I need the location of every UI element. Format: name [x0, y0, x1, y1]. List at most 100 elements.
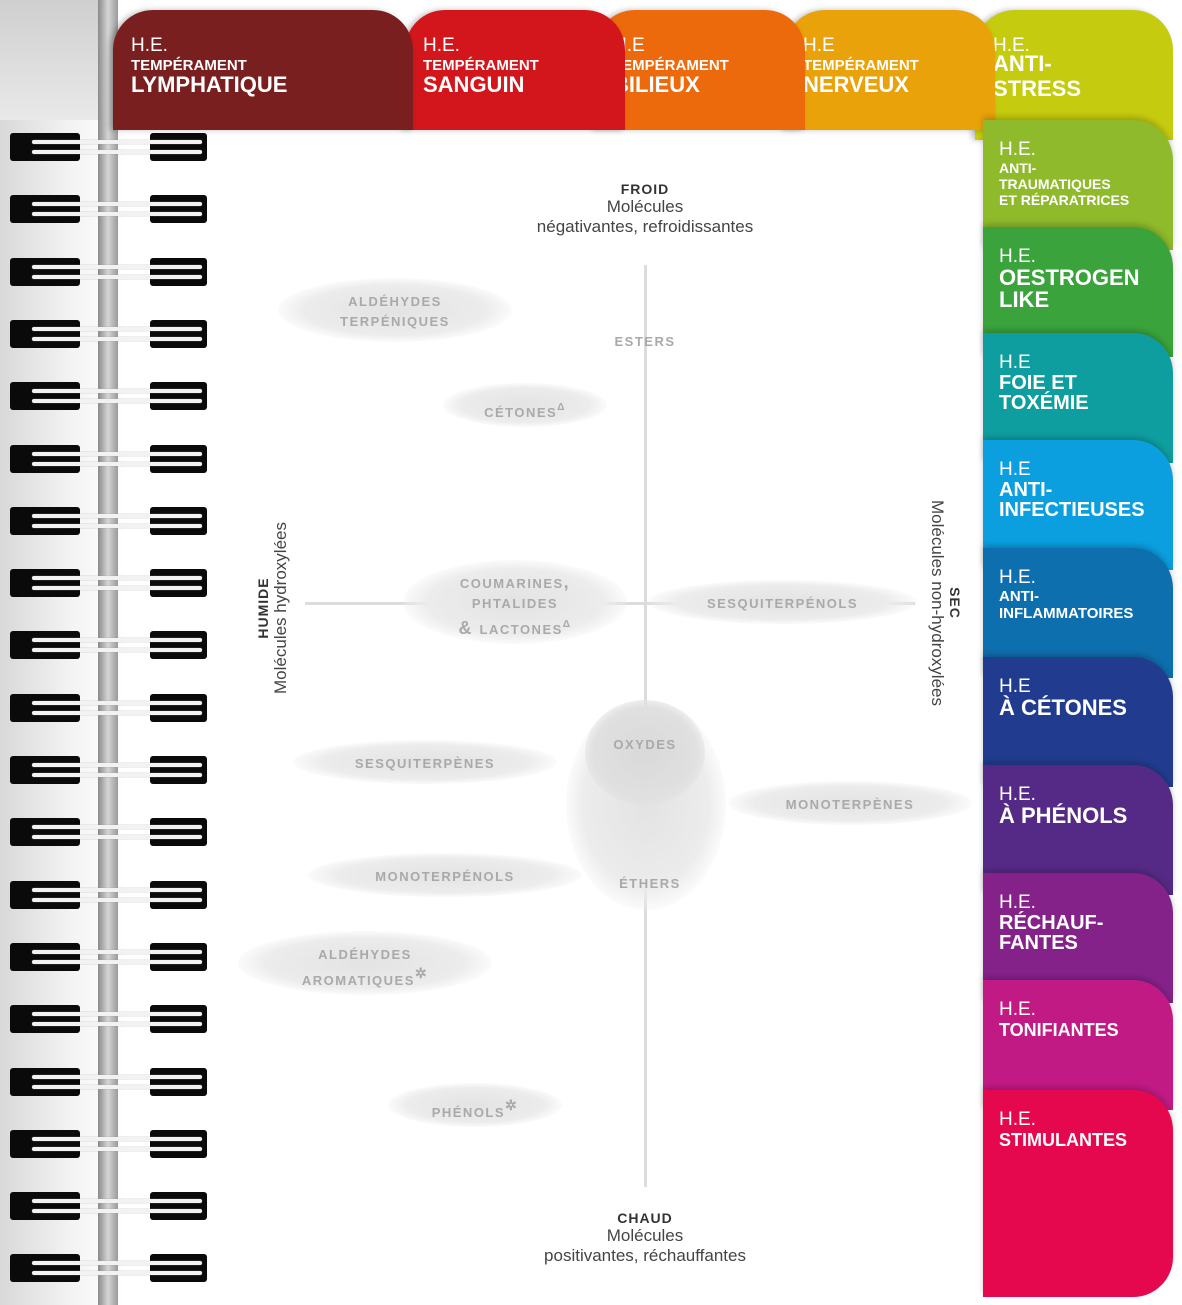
blob-aldehydes-terpeniques: [278, 278, 512, 342]
pole-top-line2: négativantes, refroidissantes: [536, 217, 754, 236]
side-tab-text: H.E.: [999, 1109, 1036, 1130]
top-tab-text: ANTI-: [993, 51, 1052, 76]
molecule-sesquiterpenes: sesquiterpènes: [305, 752, 545, 772]
molecule-label: sesquiterpènes: [354, 752, 496, 772]
binding-ring: [10, 382, 207, 411]
molecule-label: éthers: [619, 872, 681, 892]
binding-ring: [10, 506, 207, 535]
binding-ring: [10, 756, 207, 784]
blob-oxydes: [585, 700, 705, 805]
binding-ring: [10, 693, 207, 722]
molecule-label: cétones: [484, 401, 558, 421]
pole-bottom-title: CHAUD: [617, 1210, 673, 1226]
top-tab-text: NERVEUX: [803, 72, 909, 97]
side-tab-4[interactable]: H.E.ANTI- INFLAMMATOIRES: [983, 548, 1173, 678]
binding-ring: [10, 195, 207, 224]
top-tab-text: LYMPHATIQUE: [131, 72, 288, 97]
molecule-cetones: cétonesΔ: [455, 395, 595, 421]
binding-ring: [10, 1067, 207, 1096]
side-tab-text: ANTI- INFECTIEUSES: [999, 479, 1145, 521]
binding-ring: [10, 631, 207, 660]
side-tab-text: H.E: [999, 459, 1031, 480]
spiral-binding: [0, 0, 210, 1305]
top-tab-text: SANGUIN: [423, 72, 525, 97]
binding-ring: [10, 569, 207, 598]
molecule-sesquiterpenols: sesquiterpénols: [660, 592, 905, 612]
molecule-label: oxydes: [613, 733, 677, 753]
molecule-aldehydes-aromatiques: aldéhydes aromatiques✲: [250, 943, 480, 989]
blob-monoterpenols: [308, 853, 582, 897]
molecule-coumarines: coumarines, phtalides & lactonesΔ: [415, 572, 615, 638]
molecule-label: aldéhydes aromatiques: [301, 943, 415, 989]
blob-sesquiterpenols: [648, 580, 917, 624]
top-tab-text: H.E: [803, 35, 835, 56]
molecule-mark: ✲: [505, 1097, 519, 1113]
pole-bottom: CHAUD Molécules positivantes, réchauffan…: [450, 1210, 840, 1266]
binding-ring: [10, 1129, 207, 1158]
binding-spine: [98, 0, 118, 1305]
binding-ring: [10, 444, 207, 473]
side-tab-text: RÉCHAUF- FANTES: [999, 912, 1104, 954]
molecule-label: aldéhydes terpéniques: [340, 290, 450, 330]
side-tab-text: H.E: [999, 676, 1031, 697]
pole-top: FROID Molécules négativantes, refroidiss…: [450, 181, 840, 237]
side-tab-text: H.E.: [999, 567, 1036, 588]
blob-monoterpenes: [728, 781, 972, 825]
molecule-esters: esters: [580, 330, 710, 350]
binding-ring: [10, 818, 207, 847]
molecule-mark: ✲: [414, 965, 429, 981]
molecule-monoterpenes: monoterpènes: [740, 793, 960, 813]
pole-left-line1: Molécules hydroxylées: [271, 522, 290, 694]
molecule-label: coumarines, phtalides & lactones: [458, 572, 571, 638]
top-tab-text: STRESS: [993, 76, 1082, 101]
side-tab-text: À PHÉNOLS: [999, 803, 1128, 828]
molecule-oxydes: oxydes: [580, 733, 710, 753]
pole-right: SEC Molécules non-hydroxylées: [920, 485, 970, 715]
binding-corner: [0, 0, 110, 120]
binding-ring: [10, 1254, 207, 1283]
top-tab-text: TEMPÉRAMENT: [613, 57, 729, 74]
side-tab-9[interactable]: H.E.STIMULANTES: [983, 1090, 1173, 1297]
side-tab-text: H.E: [999, 352, 1031, 373]
molecule-mark: Δ: [557, 397, 566, 413]
molecule-label: sesquiterpénols: [706, 592, 859, 612]
side-tab-text: OESTROGEN LIKE: [999, 265, 1140, 312]
molecule-label: monoterpénols: [375, 865, 515, 885]
side-tab-text: FOIE ET TOXÉMIE: [999, 372, 1089, 414]
molecule-label: phénols: [431, 1101, 506, 1121]
molecule-label: esters: [614, 330, 676, 350]
top-tab-4[interactable]: H.E.ANTI-STRESS: [975, 10, 1173, 140]
blob-sesquiterpenes: [293, 740, 557, 784]
pole-right-line1: Molécules non-hydroxylées: [928, 500, 947, 706]
side-tab-text: H.E.: [999, 784, 1036, 805]
pole-bottom-line1: Molécules: [606, 1226, 684, 1245]
side-tab-text: ANTI- INFLAMMATOIRES: [999, 588, 1134, 622]
binding-ring: [10, 880, 207, 909]
blob-coumarines: [403, 560, 627, 644]
side-tab-text: STIMULANTES: [999, 1130, 1127, 1150]
top-tab-text: BILIEUX: [613, 72, 700, 97]
binding-ring: [10, 942, 207, 971]
side-tab-text: H.E.: [999, 246, 1036, 267]
top-tab-text: H.E.: [423, 35, 460, 56]
top-tab-text: H.E.: [993, 35, 1030, 56]
side-tab-text: H.E.: [999, 892, 1036, 913]
side-tab-text: ANTI- TRAUMATIQUES ET RÉPARATRICES: [999, 160, 1130, 208]
molecule-label: monoterpènes: [785, 793, 915, 813]
side-tab-8[interactable]: H.E.TONIFIANTES: [983, 980, 1173, 1110]
pole-top-title: FROID: [620, 181, 670, 197]
side-tab-text: À CÉTONES: [999, 695, 1127, 720]
binding-ring: [10, 257, 207, 286]
binding-ring: [10, 1192, 207, 1221]
pole-bottom-line2: positivantes, réchauffantes: [544, 1246, 746, 1265]
molecule-ethers: éthers: [580, 872, 720, 892]
pole-top-line1: Molécules: [606, 197, 684, 216]
molecule-phenols: phénols✲: [400, 1095, 550, 1121]
molecule-monoterpenols: monoterpénols: [320, 865, 570, 885]
top-tab-text: TEMPÉRAMENT: [803, 57, 919, 74]
binding-ring: [10, 319, 207, 348]
